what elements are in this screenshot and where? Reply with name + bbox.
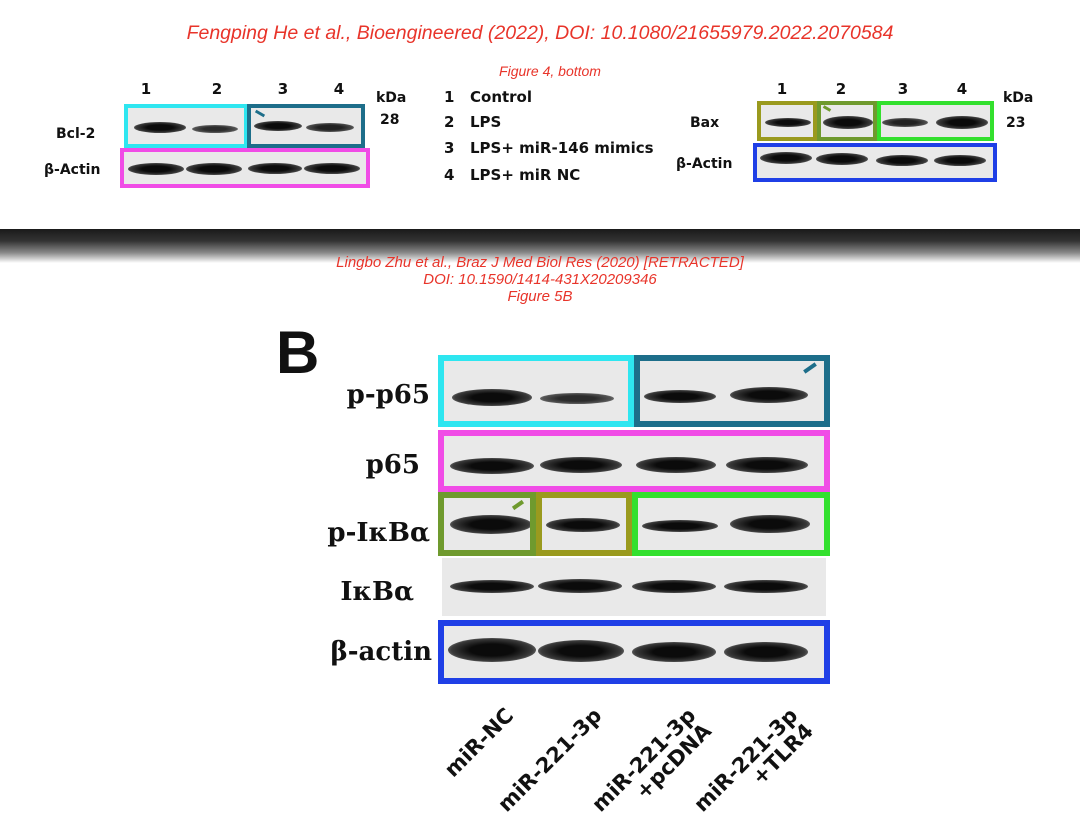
band	[936, 116, 988, 129]
band	[934, 155, 986, 166]
right-lane-2: 2	[835, 80, 847, 98]
band	[450, 515, 532, 534]
band	[186, 163, 242, 175]
top-figure-label: Figure 4, bottom	[499, 63, 601, 79]
pikba-olivegreen-box	[438, 492, 536, 556]
band	[876, 155, 928, 166]
row-label-actin: β-actin	[330, 637, 432, 667]
left-teal-box	[247, 104, 365, 148]
lane-label-mir221-tlr4: miR-221-3p +TLR4	[689, 703, 818, 817]
bottom-citation-line2: DOI: 10.1590/1414-431X20209346	[423, 271, 657, 288]
row-label-ikba: IκBα	[340, 577, 414, 607]
band	[538, 579, 622, 593]
right-gene-actin: β-Actin	[676, 156, 733, 172]
band	[192, 125, 238, 133]
band	[816, 153, 868, 165]
right-gene-bax: Bax	[690, 115, 720, 131]
pikba-green-box	[632, 492, 830, 556]
p65-magenta-box	[438, 430, 830, 492]
row-label-p65: p65	[365, 450, 420, 480]
left-magenta-box	[120, 148, 370, 188]
band	[760, 152, 812, 164]
row-label-pp65: p-p65	[346, 380, 430, 410]
band	[632, 580, 716, 593]
band	[644, 390, 716, 403]
band	[724, 642, 808, 662]
band	[726, 457, 808, 473]
band	[546, 518, 620, 532]
right-kda-label: kDa	[1003, 90, 1034, 106]
band	[632, 642, 716, 662]
band	[730, 387, 808, 403]
band	[452, 389, 532, 406]
right-olive-box	[757, 101, 817, 141]
left-kda-label: kDa	[376, 90, 407, 106]
band	[448, 638, 536, 662]
band	[823, 116, 873, 129]
pp65-teal-box	[634, 355, 830, 427]
right-kda-value: 23	[1006, 115, 1026, 131]
band	[882, 118, 928, 127]
bottom-figure-label: Figure 5B	[507, 288, 573, 305]
left-lane-1: 1	[140, 80, 152, 98]
band	[128, 163, 184, 175]
panel-letter: B	[276, 319, 320, 386]
right-green-box	[877, 101, 994, 141]
left-gene-bcl2: Bcl-2	[56, 126, 96, 142]
right-lane-1: 1	[776, 80, 788, 98]
band	[642, 520, 718, 532]
lane-label-mir221-pcdna: miR-221-3p +pcDNA	[587, 703, 716, 817]
pikba-olive-box	[536, 492, 632, 556]
right-lane-3: 3	[897, 80, 909, 98]
band	[134, 122, 186, 133]
top-citation: Fengping He et al., Bioengineered (2022)…	[186, 22, 894, 44]
band	[730, 515, 810, 533]
left-kda-value: 28	[380, 112, 400, 128]
band	[450, 580, 534, 593]
right-olivegreen-box	[817, 101, 877, 141]
band	[724, 580, 808, 593]
band	[538, 640, 624, 662]
band	[248, 163, 302, 174]
bottom-citation-line1: Lingbo Zhu et al., Braz J Med Biol Res (…	[336, 254, 744, 271]
band	[540, 457, 622, 473]
lane-label-mirnc: miR-NC	[439, 703, 519, 782]
left-lane-3: 3	[277, 80, 289, 98]
left-cyan-box	[124, 104, 248, 148]
band	[306, 123, 354, 132]
band	[450, 458, 534, 474]
band	[765, 118, 811, 127]
band	[540, 393, 614, 404]
band	[254, 121, 302, 131]
pp65-cyan-box	[438, 355, 634, 427]
left-lane-4: 4	[333, 80, 345, 98]
left-lane-2: 2	[211, 80, 223, 98]
actin-blue-box	[438, 620, 830, 684]
row-label-pikba: p-IκBα	[327, 518, 430, 548]
band	[304, 163, 360, 174]
right-lane-4: 4	[956, 80, 968, 98]
right-blue-box	[753, 143, 997, 182]
band	[636, 457, 716, 473]
section-divider	[0, 229, 1080, 263]
left-gene-actin: β-Actin	[44, 162, 101, 178]
